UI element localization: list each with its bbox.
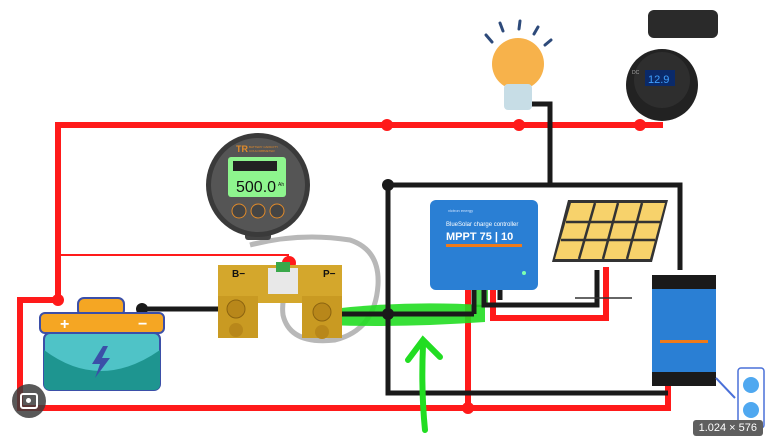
junction <box>382 308 394 320</box>
usb-label-side: DC <box>632 70 640 76</box>
monitor-button-percent <box>269 203 285 219</box>
battery-negative-label: − <box>138 316 147 333</box>
bulb-negative <box>522 101 553 185</box>
ac-charger <box>652 275 716 386</box>
battery-monitor: TR BATTERY CAPACITY COULOMBMETER 500.0 A… <box>206 133 310 240</box>
monitor-sense-wire <box>57 254 289 264</box>
camera-lens-icon <box>20 393 38 409</box>
positive-top-bus <box>55 122 663 303</box>
junction <box>513 119 525 131</box>
solar-panel <box>552 200 668 299</box>
light-bulb <box>484 19 553 110</box>
monitor-brand-sub: BATTERY CAPACITY <box>249 145 278 149</box>
positive-junctions <box>52 119 646 414</box>
arrow-shaft <box>419 342 428 433</box>
monitor-button-set <box>250 203 266 219</box>
junction <box>462 402 474 414</box>
usb-socket: 12.9 DC <box>626 10 718 121</box>
monitor-reading: 500.0 <box>236 179 276 196</box>
monitor-brand-sub2: COULOMBMETER <box>249 149 276 153</box>
status-led <box>522 271 526 275</box>
mppt-brand: victron energy <box>448 208 473 213</box>
junction <box>634 119 646 131</box>
negative-vertical <box>385 185 668 396</box>
negative-top <box>388 182 683 270</box>
pv-negative <box>481 270 600 308</box>
battery: + − <box>39 297 165 391</box>
lightning-icon <box>92 346 110 378</box>
monitor-brand: TR <box>236 144 248 154</box>
wall-outlet <box>715 367 765 429</box>
lens-search-button[interactable] <box>12 384 46 418</box>
battery-positive-label: + <box>60 316 69 333</box>
shunt: B− P− <box>218 262 342 339</box>
junction <box>52 294 64 306</box>
image-dimensions-badge: 1.024 × 576 <box>692 420 763 436</box>
monitor-unit: Ah <box>278 182 284 188</box>
mppt-product-line: BlueSolar charge controller <box>446 222 518 228</box>
monitor-button-v <box>231 203 247 219</box>
mppt-model: MPPT 75 | 10 <box>446 231 513 243</box>
mppt-controller: victron energy BlueSolar charge controll… <box>430 200 538 290</box>
shunt-p-label: P− <box>323 269 336 280</box>
green-arrow <box>405 335 443 433</box>
shunt-b-label: B− <box>232 269 245 280</box>
usb-voltage-display: 12.9 <box>648 74 669 86</box>
arrow-head <box>405 335 443 363</box>
junction <box>382 179 394 191</box>
pv-positive <box>490 267 609 321</box>
junction <box>381 119 393 131</box>
